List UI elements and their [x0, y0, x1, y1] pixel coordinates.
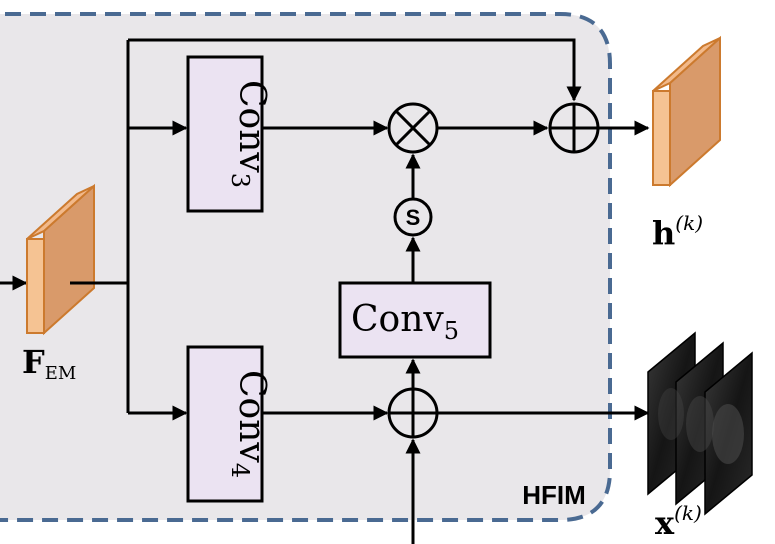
fem-base: F: [22, 343, 45, 381]
conv4-subscript: 4: [226, 463, 254, 478]
h-superscript: (k): [675, 211, 703, 235]
hfim-label: HFIM: [522, 480, 586, 510]
conv3-block: Conv3: [186, 55, 272, 213]
fem-subscript: EM: [45, 363, 77, 384]
add-node-top: [548, 102, 600, 154]
conv4-label: Conv: [231, 370, 272, 463]
sigmoid-label: S: [406, 205, 421, 230]
feature-block-fem: [26, 183, 95, 336]
h-base: h: [652, 214, 675, 252]
output-label-x: x(k): [655, 501, 702, 542]
svg-text:Conv3: Conv3: [226, 80, 272, 188]
conv5-block: Conv5: [338, 281, 492, 359]
conv3-subscript: 3: [226, 173, 254, 188]
svg-text:Conv4: Conv4: [226, 370, 272, 478]
vertical-arrows: [405, 120, 650, 544]
conv5-label: Conv: [351, 299, 444, 340]
hfim-module-box: [0, 12, 612, 522]
output-feature-block-h: [652, 35, 721, 188]
conv5-subscript: 5: [444, 317, 459, 345]
input-label-fem: FEM: [22, 343, 76, 384]
multiply-node: [387, 102, 439, 154]
trunk-lines: [70, 38, 582, 421]
output-label-h: h(k): [652, 211, 703, 252]
svg-text:Conv5: Conv5: [351, 299, 459, 345]
x-superscript: (k): [674, 501, 702, 525]
sigmoid-node: S: [393, 197, 433, 237]
x-base: x: [655, 504, 675, 542]
conv4-block: Conv4: [186, 345, 272, 503]
add-node-bottom: [387, 387, 439, 439]
ct-image-stack: [647, 331, 753, 516]
